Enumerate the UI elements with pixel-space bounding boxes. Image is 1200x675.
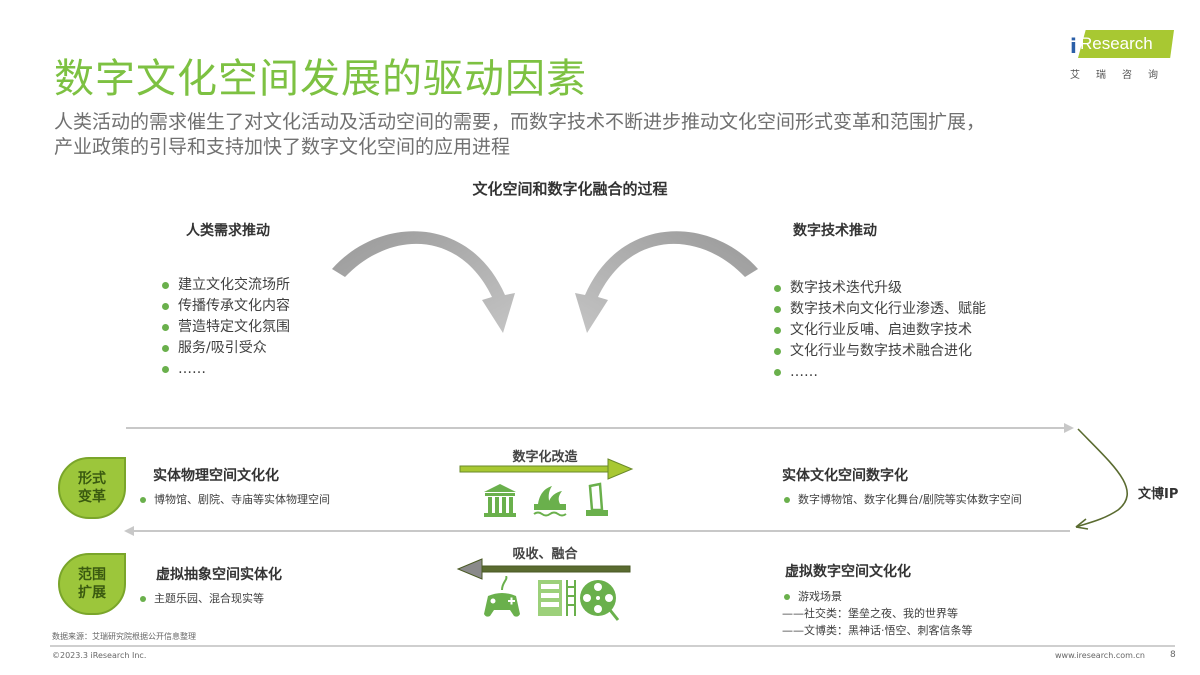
row1-icons [484, 482, 608, 517]
monument-icon [586, 482, 608, 516]
arrow-left-head-icon [124, 526, 134, 536]
opera-house-icon [533, 486, 567, 517]
subtitle-line-2: 产业政策的引导和支持加快了数字文化空间的应用进程 [54, 136, 511, 158]
loop-arrow-icon [1075, 428, 1129, 530]
list-item: 数字博物馆、数字化舞台/剧院等实体数字空间 [782, 491, 1022, 508]
film-reel-icon [580, 580, 620, 621]
list-item: 博物馆、剧院、寺庙等实体物理空间 [138, 491, 330, 508]
gamepad-icon [484, 576, 520, 617]
list-item: 建立文化交流场所 [160, 275, 290, 296]
row2-right-list: 游戏场景 ——社交类：堡垒之夜、我的世界等 ——文博类：黑神话·悟空、刺客信条等 [782, 588, 973, 639]
right-title: 数字技术推动 [793, 223, 877, 239]
curved-arrow-right-icon [332, 231, 515, 333]
list-item: 营造特定文化氛围 [160, 317, 290, 338]
left-title: 人类需求推动 [186, 223, 270, 239]
leaf-text: 变革 [78, 489, 106, 505]
list-item: 数字技术迭代升级 [772, 278, 986, 299]
list-item: 游戏场景 [782, 588, 973, 605]
list-item: …… [772, 362, 986, 383]
top-flow-line [126, 427, 1070, 429]
row1-right-title: 实体文化空间数字化 [782, 468, 908, 484]
page-subtitle: 人类活动的需求催生了对文化活动及活动空间的需要，而数字技术不断进步推动文化空间形… [54, 110, 1174, 160]
museum-icon [484, 484, 516, 517]
list-item: …… [160, 359, 290, 380]
footer-divider [50, 645, 1175, 647]
website-link[interactable]: www.iresearch.com.cn [1055, 651, 1145, 660]
leaf-badge-form-change: 形式 变革 [58, 457, 126, 519]
arrow-left-dark-icon [456, 558, 631, 580]
film-strip-icon [538, 580, 576, 616]
list-item: 文化行业与数字技术融合进化 [772, 341, 986, 362]
arrow-right-head-icon [1064, 423, 1074, 433]
page-number: 8 [1170, 650, 1176, 660]
digitize-arrow-label: 数字化改造 [512, 450, 578, 465]
iresearch-logo: i Research 艾瑞咨询 [1068, 28, 1178, 84]
bottom-flow-line [130, 530, 1070, 532]
logo-badge [1078, 30, 1174, 58]
leaf-text: 扩展 [78, 585, 106, 601]
right-bullet-list: 数字技术迭代升级 数字技术向文化行业渗透、赋能 文化行业反哺、启迪数字技术 文化… [772, 278, 986, 383]
list-item: 主题乐园、混合现实等 [138, 590, 264, 607]
list-item: 服务/吸引受众 [160, 338, 290, 359]
row1-left-list: 博物馆、剧院、寺庙等实体物理空间 [138, 491, 330, 508]
logo-cn: 艾瑞咨询 [1070, 70, 1174, 81]
list-item: ——文博类：黑神话·悟空、刺客信条等 [782, 624, 973, 637]
leaf-text: 形式 [78, 471, 106, 487]
list-item: 传播传承文化内容 [160, 296, 290, 317]
logo-brand: Research [1080, 34, 1153, 53]
row2-left-title: 虚拟抽象空间实体化 [156, 567, 282, 583]
diagram-title: 文化空间和数字化融合的过程 [472, 180, 668, 198]
page-title: 数字文化空间发展的驱动因素 [54, 56, 587, 102]
copyright: ©2023.3 iResearch Inc. [52, 651, 147, 660]
leaf-badge-scope-expansion: 范围 扩展 [58, 553, 126, 615]
row1-right-list: 数字博物馆、数字化舞台/剧院等实体数字空间 [782, 491, 1022, 508]
loop-label: 文博IP [1138, 487, 1179, 502]
absorb-arrow-label: 吸收、融合 [512, 547, 578, 562]
logo-i: i [1070, 34, 1077, 58]
list-item: 数字技术向文化行业渗透、赋能 [772, 299, 986, 320]
data-source: 数据来源：艾瑞研究院根据公开信息整理 [52, 632, 196, 641]
leaf-text: 范围 [78, 567, 106, 583]
list-item: 文化行业反哺、启迪数字技术 [772, 320, 986, 341]
row2-right-title: 虚拟数字空间文化化 [785, 564, 911, 580]
row2-icons [484, 576, 620, 621]
arrow-right-green-icon [459, 458, 634, 480]
curved-arrow-left-icon [575, 231, 758, 333]
list-item: ——社交类：堡垒之夜、我的世界等 [782, 607, 958, 620]
row2-left-list: 主题乐园、混合现实等 [138, 590, 264, 607]
row1-left-title: 实体物理空间文化化 [153, 468, 279, 484]
subtitle-line-1: 人类活动的需求催生了对文化活动及活动空间的需要，而数字技术不断进步推动文化空间形… [54, 111, 986, 133]
curved-arrows [332, 231, 758, 333]
left-bullet-list: 建立文化交流场所 传播传承文化内容 营造特定文化氛围 服务/吸引受众 …… [160, 275, 290, 380]
